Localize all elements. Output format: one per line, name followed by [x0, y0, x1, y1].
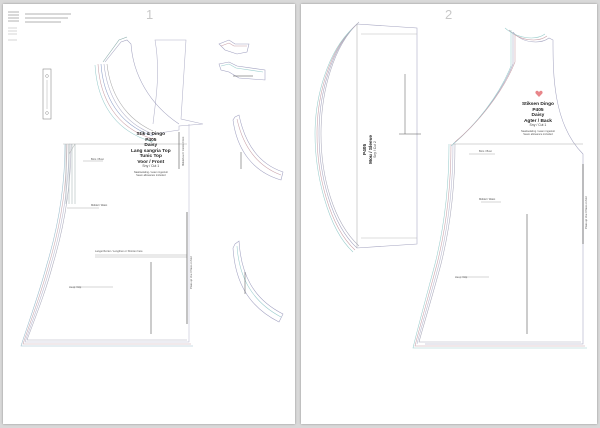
page-number: 2: [445, 7, 453, 22]
heart-icon: [535, 90, 543, 97]
brand-label: Stik & Dingo: [136, 132, 166, 137]
bust-marker: Bors / Bust: [91, 158, 104, 161]
waist-marker: Middel / Waist: [91, 204, 108, 207]
hip-marker: Heup / Hip: [455, 276, 468, 279]
brand-label: Stiksen Dingo: [521, 102, 554, 107]
variant-label-1: Lang sangria Top: [131, 148, 171, 154]
back-and-sleeve-pattern: [314, 21, 587, 349]
place-on-fold-marker: Plaas op Vou / Place on fold: [585, 196, 588, 229]
brand-logo: [535, 90, 543, 98]
pattern-title-back: Stiksen Dingo P405 Daisy Agter / Back Sn…: [521, 102, 555, 137]
pattern-title-sleeve: P405 Mou / Sleeve Sny / Cut 2: [363, 135, 378, 164]
page-number: 1: [146, 7, 154, 22]
seam-note-1: Naaitoelating / seam ingesluit: [133, 171, 168, 174]
seam-note-2: Seam allowance included: [136, 173, 166, 177]
waist-marker: Middel / Waist: [479, 198, 496, 201]
lengthen-marker: Langer/Korter / Lengthen or Shorten here: [95, 250, 143, 253]
code-label: P405: [145, 137, 157, 143]
place-on-fold-marker: Plaas op Vou / Place on fold: [190, 256, 193, 289]
hip-marker: Heup / Hip: [69, 286, 82, 289]
view-label: Voor / Front: [137, 159, 165, 165]
center-front-marker: Middelvoor / Centre Front: [182, 136, 185, 166]
cut-label: Sny / Cut 1: [142, 164, 160, 169]
cut-label: Sny / Cut 1: [529, 123, 547, 128]
variant-label-2: Tunic Top: [139, 154, 162, 160]
pattern-page-1: 1: [3, 4, 295, 424]
pattern-page-2: 2: [301, 4, 597, 424]
front-bodice-pattern: [8, 11, 284, 347]
sleeve-cut-label: Sny / Cut 2: [373, 141, 378, 158]
pattern-title-front: Stik & Dingo P405 Daisy Lang sangria Top…: [131, 132, 171, 178]
seam-note-2: Seam allowance included: [523, 132, 553, 136]
view-label: Agter / Back: [523, 118, 552, 124]
name-label: Daisy: [144, 143, 158, 149]
bust-marker: Bors / Bust: [479, 150, 492, 153]
seam-note-1: Naaitoelating / seam ingesluit: [521, 129, 555, 133]
name-label: Daisy: [531, 113, 545, 119]
code-label: P405: [532, 107, 544, 113]
